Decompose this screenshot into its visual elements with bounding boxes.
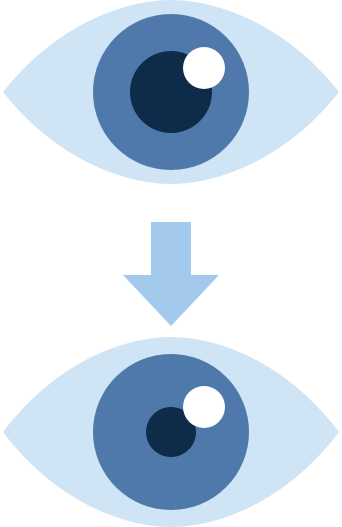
eye-constricted-pupil bbox=[0, 337, 342, 527]
arrow-shape bbox=[123, 222, 219, 326]
eye-dilated-pupil bbox=[0, 0, 342, 190]
eye-highlight bbox=[183, 47, 225, 89]
eye-highlight bbox=[183, 386, 225, 428]
down-arrow-icon bbox=[121, 222, 221, 328]
